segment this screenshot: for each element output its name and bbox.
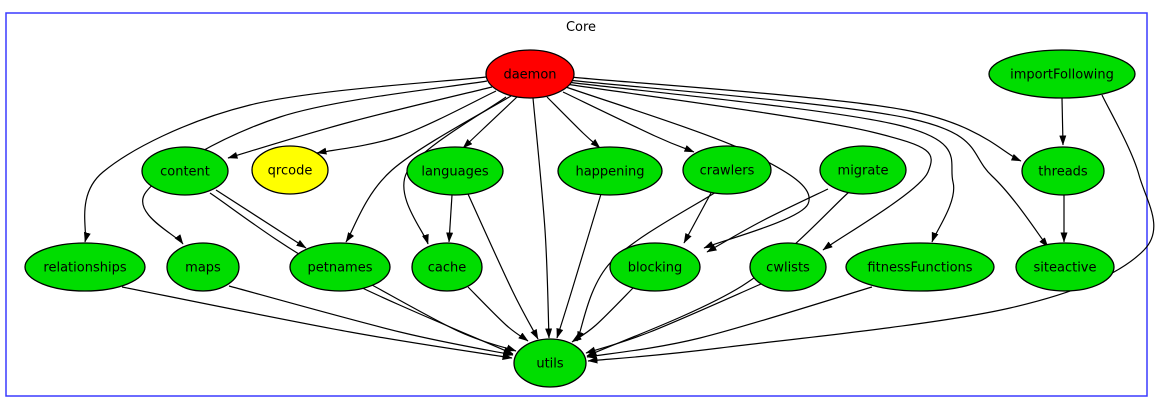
cluster-label: Core [566,20,596,35]
node-relationships-ellipse [24,242,146,292]
node-threads-label: threads [1038,165,1088,180]
edge-daemon-to-threads [569,76,1022,162]
edge-relationships-to-utils [121,286,513,360]
node-cwlists: cwlists [749,242,827,292]
edge-daemon-to-cwlists [565,83,932,251]
node-importFollowing: importFollowing [988,49,1136,99]
edge-importFollowing-to-threads [1059,97,1067,146]
node-daemon: daemon [485,49,575,99]
cluster-border [5,12,1148,397]
edge-blocking-to-utils [571,286,635,343]
edge-happening-to-utils [556,193,602,339]
edge-daemon-to-languages [462,96,518,149]
node-layer: daemon importFollowing content qrcode langua… [24,49,1136,388]
node-cache: cache [411,242,483,292]
node-qrcode-label: qrcode [268,164,313,179]
node-siteactive-label: siteactive [1034,261,1097,276]
node-daemon-ellipse [485,49,575,99]
node-daemon-label: daemon [503,68,556,83]
node-content-label: content [160,165,210,180]
node-cache-ellipse [411,242,483,292]
node-maps: maps [166,242,240,292]
edge-fitnessFunctions-to-utils [586,286,873,359]
node-content-ellipse [141,146,229,196]
edge-daemon-to-utils [532,97,553,339]
node-utils: utils [513,338,587,388]
edge-daemon-to-crawlers [562,91,695,153]
node-fitnessFunctions-label: fitnessFunctions [867,261,972,276]
node-cwlists-label: cwlists [766,261,810,276]
edge-petnames-to-utils [371,284,517,352]
edge-maps-to-utils [228,285,514,357]
edge-migrate-to-blocking [706,188,829,253]
node-happening-ellipse [557,146,663,196]
node-qrcode: qrcode [251,145,329,195]
node-utils-ellipse [513,338,587,388]
node-relationships-label: relationships [43,261,126,276]
node-cwlists-ellipse [749,242,827,292]
edge-daemon-to-qrcode [316,90,497,155]
node-crawlers-label: crawlers [700,164,755,179]
node-migrate: migrate [819,145,907,195]
node-languages-ellipse [406,146,504,196]
node-fitnessFunctions: fitnessFunctions [845,242,995,292]
edge-daemon-to-content [227,86,493,159]
node-siteactive: siteactive [1015,242,1115,292]
node-migrate-label: migrate [838,164,889,179]
edge-daemon-to-siteactive [567,79,1049,248]
node-siteactive-ellipse [1015,242,1115,292]
node-importFollowing-ellipse [988,49,1136,99]
node-crawlers: crawlers [682,145,772,195]
node-crawlers-ellipse [682,145,772,195]
node-migrate-ellipse [819,145,907,195]
edge-importFollowing-to-utils [587,94,1155,364]
edge-daemon-to-blocking [562,85,810,249]
node-blocking: blocking [609,242,701,292]
node-languages-label: languages [421,165,489,180]
node-petnames: petnames [289,242,391,292]
node-threads: threads [1021,146,1105,196]
node-languages: languages [406,146,504,196]
node-maps-label: maps [185,261,221,276]
node-happening: happening [557,146,663,196]
edge-daemon-to-fitnessFunctions [566,81,955,243]
node-qrcode-ellipse [251,145,329,195]
node-threads-ellipse [1021,146,1105,196]
edge-languages-to-cache [446,194,454,243]
node-content: content [141,146,229,196]
node-utils-label: utils [536,357,564,372]
node-petnames-label: petnames [308,261,373,276]
node-blocking-label: blocking [628,261,683,276]
node-fitnessFunctions-ellipse [845,242,995,292]
edge-crawlers-to-blocking [683,192,712,244]
edge-content-to-petnames [215,189,307,249]
edge-daemon-to-relationships [83,76,487,243]
edge-daemon-to-maps [142,80,488,245]
edge-layer [83,76,1155,364]
node-maps-ellipse [166,242,240,292]
node-cache-label: cache [428,261,467,276]
edge-cwlists-to-utils [585,283,762,354]
node-blocking-ellipse [609,242,701,292]
node-petnames-ellipse [289,242,391,292]
edge-languages-to-utils [467,193,539,340]
edge-daemon-to-happening [546,96,601,149]
node-importFollowing-label: importFollowing [1010,68,1114,83]
node-happening-label: happening [575,165,644,180]
node-relationships: relationships [24,242,146,292]
edge-cache-to-utils [467,286,529,342]
